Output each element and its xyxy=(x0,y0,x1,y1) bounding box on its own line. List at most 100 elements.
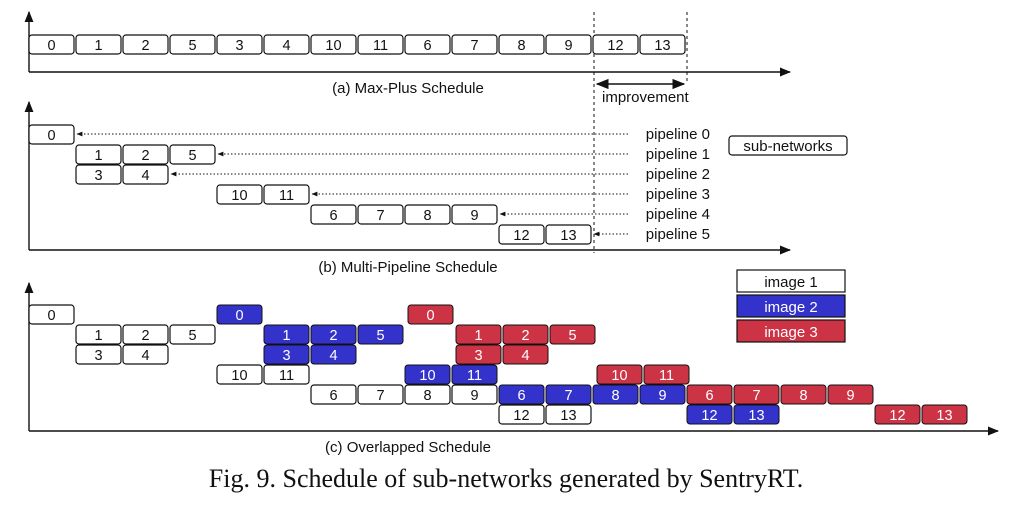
block-label: 11 xyxy=(373,38,388,54)
block-image1 xyxy=(216,364,263,385)
block xyxy=(451,34,498,55)
block-image2 xyxy=(545,384,592,405)
block-label: 7 xyxy=(564,388,572,404)
block xyxy=(216,34,263,55)
block-label: 9 xyxy=(846,388,854,404)
block-image3 xyxy=(827,384,874,405)
block-image3 xyxy=(686,384,733,405)
block-label: 1 xyxy=(94,328,102,344)
block-label: 9 xyxy=(470,208,478,224)
block-image3 xyxy=(921,404,968,425)
panel-c-image3-blocks: 0 1 2 5 3 4 10 11 6 7 8 9 12 13 xyxy=(407,304,968,425)
block-image1 xyxy=(545,404,592,425)
block-image3 xyxy=(874,404,921,425)
block-image1 xyxy=(263,364,310,385)
block-image1 xyxy=(498,404,545,425)
block-label: 9 xyxy=(470,388,478,404)
block-image1 xyxy=(404,384,451,405)
block xyxy=(545,34,592,55)
block-label: 7 xyxy=(752,388,760,404)
pipeline-label-1: pipeline 1 xyxy=(646,146,710,163)
block-image2 xyxy=(263,324,310,345)
block-label: 4 xyxy=(521,348,529,364)
block-image2 xyxy=(639,384,686,405)
pipeline-label-5: pipeline 5 xyxy=(646,226,710,243)
block-label: 10 xyxy=(611,368,627,384)
block-label: 2 xyxy=(521,328,529,344)
block-image1 xyxy=(169,324,216,345)
block-image3 xyxy=(780,384,827,405)
block xyxy=(404,34,451,55)
block-label: 7 xyxy=(470,38,478,54)
block-label: 2 xyxy=(141,148,149,164)
block-label: 13 xyxy=(560,408,576,424)
block-label: 11 xyxy=(467,368,482,384)
block-label: 9 xyxy=(658,388,666,404)
legend-label-image2: image 2 xyxy=(764,299,817,316)
block-image2 xyxy=(404,364,451,385)
block-label: 4 xyxy=(329,348,337,364)
block-image3 xyxy=(549,324,596,345)
block-label: 1 xyxy=(474,328,482,344)
block-label: 4 xyxy=(141,348,149,364)
block xyxy=(310,34,357,55)
block-image1 xyxy=(310,384,357,405)
block-image2 xyxy=(733,404,780,425)
block xyxy=(545,224,592,245)
block-label: 5 xyxy=(188,38,196,54)
block xyxy=(404,204,451,225)
block-label: 3 xyxy=(282,348,290,364)
panel-b-blocks: 0 1 2 5 3 4 10 11 6 7 8 9 12 13 xyxy=(28,124,592,245)
pipeline-label-3: pipeline 3 xyxy=(646,186,710,203)
block-image1 xyxy=(75,324,122,345)
block xyxy=(310,204,357,225)
block-label: 5 xyxy=(568,328,576,344)
block-image3 xyxy=(596,364,643,385)
block-label: 13 xyxy=(748,408,764,424)
pipeline-label-4: pipeline 4 xyxy=(646,206,710,223)
block-image2 xyxy=(592,384,639,405)
block-label: 0 xyxy=(47,128,55,144)
block xyxy=(498,224,545,245)
block-label: 10 xyxy=(325,38,341,54)
block-label: 1 xyxy=(94,38,102,54)
sub-networks-label: sub-networks xyxy=(743,138,832,155)
block-image2 xyxy=(451,364,498,385)
panel-c-image2-blocks: 0 1 2 5 3 4 10 11 6 7 8 9 12 13 xyxy=(216,304,780,425)
block-image3 xyxy=(455,324,502,345)
pipeline-labels: pipeline 0 pipeline 1 pipeline 2 pipelin… xyxy=(646,126,710,243)
block-image2 xyxy=(357,324,404,345)
legend-swatch-image1 xyxy=(736,269,846,293)
block xyxy=(263,34,310,55)
block-label: 0 xyxy=(47,38,55,54)
block xyxy=(357,34,404,55)
block-image2 xyxy=(216,304,263,325)
block-label: 11 xyxy=(279,188,294,204)
block-image1 xyxy=(357,384,404,405)
block-label: 13 xyxy=(654,38,670,54)
block-label: 0 xyxy=(235,308,243,324)
block xyxy=(169,34,216,55)
block xyxy=(216,184,263,205)
block-label: 10 xyxy=(231,188,247,204)
block-label: 0 xyxy=(47,308,55,324)
legend-label-image1: image 1 xyxy=(764,274,817,291)
block-image2 xyxy=(310,344,357,365)
block-label: 6 xyxy=(329,388,337,404)
block-label: 0 xyxy=(426,308,434,324)
block-label: 8 xyxy=(517,38,525,54)
block-label: 3 xyxy=(235,38,243,54)
block-label: 12 xyxy=(513,228,529,244)
block-image2 xyxy=(686,404,733,425)
block-label: 4 xyxy=(141,168,149,184)
block-label: 2 xyxy=(141,38,149,54)
block-label: 2 xyxy=(141,328,149,344)
block-label: 1 xyxy=(282,328,290,344)
block-label: 2 xyxy=(329,328,337,344)
block-image3 xyxy=(643,364,690,385)
block-image2 xyxy=(263,344,310,365)
block-label: 7 xyxy=(376,388,384,404)
panel-c-image1-blocks: 0 1 2 5 3 4 10 11 6 7 8 9 12 13 xyxy=(28,304,592,425)
legend-swatch-image2 xyxy=(736,294,846,318)
block-label: 1 xyxy=(94,148,102,164)
